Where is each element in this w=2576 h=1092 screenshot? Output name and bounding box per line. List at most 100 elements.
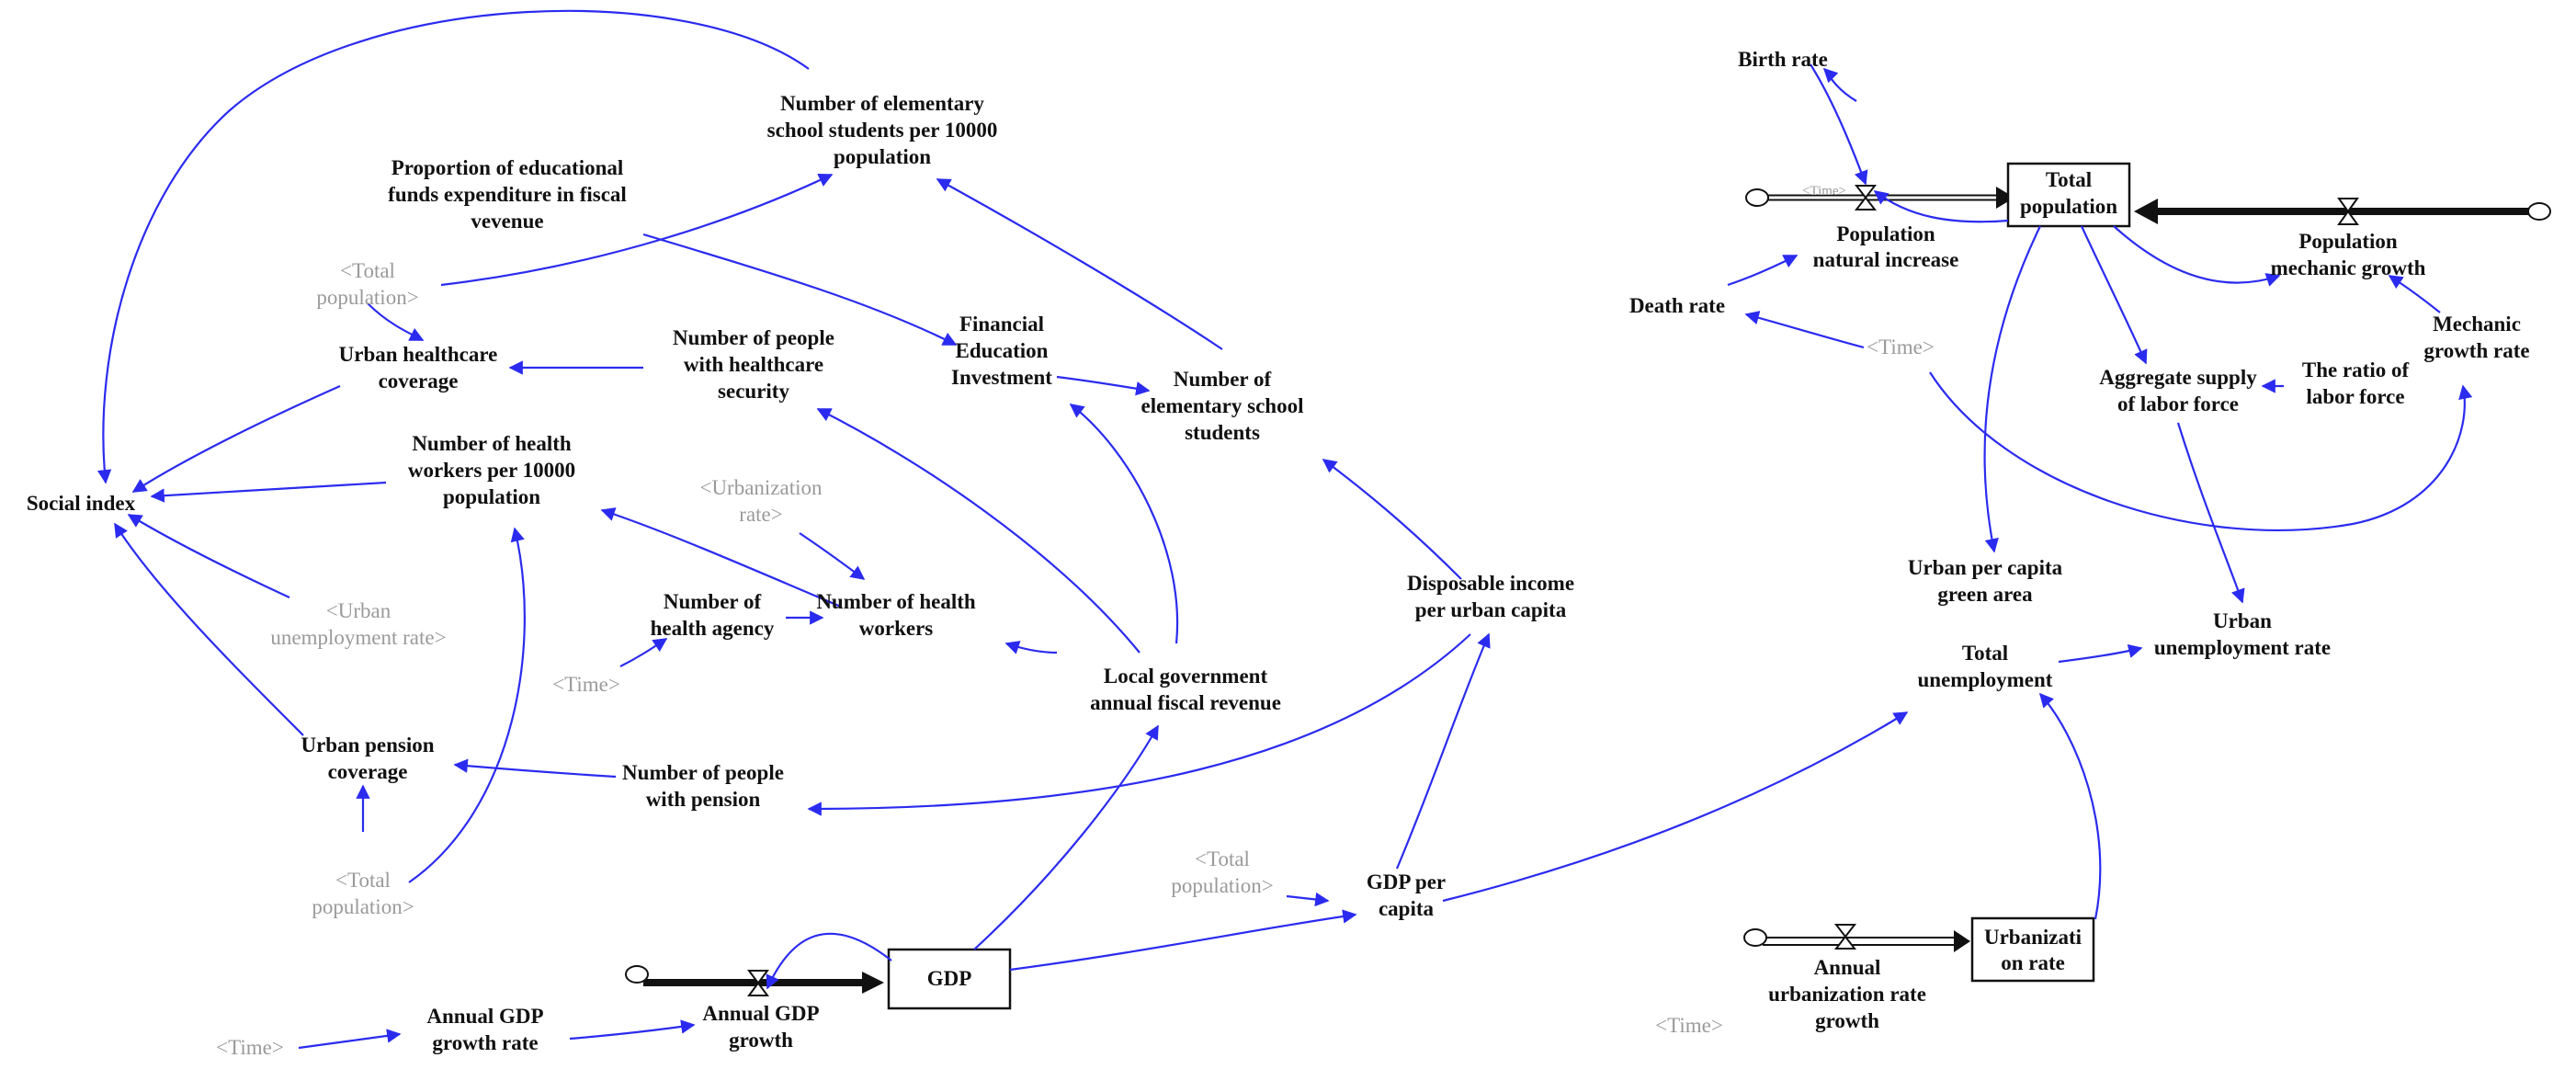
svg-text:Number of people: Number of people [673, 326, 834, 349]
svg-text:population: population [443, 485, 540, 508]
svg-text:vevenue: vevenue [471, 210, 543, 233]
svg-text:capita: capita [1379, 897, 1435, 920]
stock-label-urbanization-rate: Urbanizati on rate [1984, 926, 2082, 974]
var-elementary-students-per-10000: Number of elementary school students per… [767, 92, 998, 168]
svg-text:Urban pension: Urban pension [301, 734, 434, 756]
stock-label-total-population: Total population [2020, 168, 2117, 218]
svg-text:growth: growth [729, 1029, 793, 1052]
flow-label-urbanization-growth: Annual urbanization rate growth [1768, 956, 1926, 1032]
svg-text:Total: Total [2046, 168, 2092, 191]
var-gdp-per-capita: GDP per capita [1367, 870, 1446, 920]
svg-text:GDP: GDP [927, 967, 972, 990]
shadow-total-pop-health: <Total population> [316, 259, 418, 309]
svg-text:growth rate: growth rate [2423, 339, 2529, 362]
svg-text:annual fiscal revenue: annual fiscal revenue [1090, 691, 1281, 714]
svg-text:natural increase: natural increase [1813, 248, 1959, 271]
urbanization-growth-pipe [1763, 930, 1970, 952]
stock-box-urbanization-rate[interactable] [1970, 916, 2095, 983]
svg-text:security: security [718, 380, 789, 403]
svg-text:<Total: <Total [1195, 847, 1250, 870]
shadow-time-gdp: <Time> [216, 1036, 284, 1059]
svg-text:Investment: Investment [951, 366, 1052, 389]
var-proportion-edu-funds: Proportion of educational funds expendit… [388, 156, 627, 233]
var-urban-unemployment-rate: Urban unemployment rate [2154, 609, 2331, 659]
valve-icon [747, 185, 2359, 996]
svg-text:mechanic growth: mechanic growth [2271, 256, 2426, 279]
svg-text:Population: Population [2298, 230, 2398, 253]
svg-text:rate>: rate> [739, 503, 782, 526]
svg-text:funds expenditure in fiscal: funds expenditure in fiscal [388, 183, 627, 206]
svg-text:urbanization rate: urbanization rate [1768, 983, 1926, 1006]
svg-text:health agency: health agency [651, 617, 775, 640]
var-aggregate-supply-labor: Aggregate supply of labor force [2099, 366, 2257, 415]
source-cloud-icon [625, 188, 2551, 984]
shadow-time-mechanic: <Time> [1867, 336, 1935, 358]
svg-text:<Total: <Total [340, 259, 395, 282]
svg-text:unemployment: unemployment [1918, 668, 2053, 691]
flow-label-mechanic-growth: Population mechanic growth [2271, 230, 2426, 279]
svg-text:green area: green area [1937, 583, 2033, 606]
svg-text:population: population [834, 145, 931, 168]
shadow-urban-unemployment: <Urban unemployment rate> [270, 599, 446, 649]
var-urban-pension-coverage: Urban pension coverage [301, 734, 434, 783]
svg-text:unemployment rate: unemployment rate [2154, 636, 2331, 659]
var-urban-healthcare-coverage: Urban healthcare coverage [339, 343, 498, 392]
svg-text:Number of health: Number of health [816, 590, 976, 613]
var-local-gov-revenue: Local government annual fiscal revenue [1090, 665, 1281, 714]
svg-text:Total: Total [1962, 642, 2008, 665]
svg-text:population>: population> [1171, 874, 1273, 897]
svg-text:Education: Education [956, 339, 1049, 362]
svg-text:GDP per: GDP per [1367, 870, 1446, 893]
svg-text:Urban: Urban [2213, 609, 2272, 632]
svg-text:Mechanic: Mechanic [2433, 313, 2521, 336]
svg-text:of labor force: of labor force [2117, 392, 2239, 415]
svg-text:Number of health: Number of health [412, 432, 572, 455]
svg-text:school students per 10000: school students per 10000 [767, 119, 998, 142]
svg-text:Annual: Annual [1814, 956, 1881, 979]
svg-text:students: students [1185, 421, 1260, 444]
svg-text:Urban healthcare: Urban healthcare [339, 343, 498, 366]
var-people-healthcare-security: Number of people with healthcare securit… [673, 326, 834, 403]
svg-text:<Total: <Total [335, 869, 391, 892]
svg-text:Annual GDP: Annual GDP [426, 1005, 543, 1028]
svg-text:unemployment rate>: unemployment rate> [270, 626, 446, 649]
var-birth-rate: Birth rate [1738, 48, 1828, 71]
svg-text:Local government: Local government [1104, 665, 1268, 688]
svg-text:Number of: Number of [1174, 368, 1272, 391]
svg-text:population: population [2020, 195, 2117, 218]
svg-text:growth rate: growth rate [432, 1031, 538, 1054]
svg-text:population>: population> [316, 286, 418, 309]
shadow-time-health: <Time> [552, 673, 620, 696]
var-urban-green-area: Urban per capita green area [1908, 556, 2063, 606]
svg-text:Urbanizati: Urbanizati [1984, 926, 2082, 949]
svg-text:Urban per capita: Urban per capita [1908, 556, 2063, 579]
var-health-workers-per-10000: Number of health workers per 10000 popul… [408, 432, 575, 508]
svg-text:Number of elementary: Number of elementary [780, 92, 984, 115]
stock-box-total-population[interactable] [2006, 162, 2131, 228]
var-mechanic-growth-rate: Mechanic growth rate [2423, 313, 2529, 362]
svg-text:The ratio of: The ratio of [2302, 358, 2410, 381]
svg-text:per urban capita: per urban capita [1415, 598, 1567, 621]
var-ratio-labor-force: The ratio of labor force [2302, 358, 2410, 408]
svg-text:Proportion of educational: Proportion of educational [392, 156, 624, 179]
stock-box-gdp[interactable] [887, 948, 1012, 1010]
svg-text:coverage: coverage [379, 370, 459, 392]
flow-label-annual-gdp-growth: Annual GDP growth [702, 1002, 819, 1052]
svg-text:with pension: with pension [646, 788, 761, 811]
svg-text:Number of: Number of [664, 590, 762, 613]
svg-text:with healthcare: with healthcare [684, 353, 823, 376]
svg-text:Number of people: Number of people [622, 761, 784, 784]
var-total-unemployment: Total unemployment [1918, 642, 2053, 691]
shadow-total-pop-gdp: <Total population> [1171, 847, 1273, 897]
var-disposable-income: Disposable income per urban capita [1407, 572, 1574, 621]
causal-links [96, 9, 2473, 1050]
svg-text:growth: growth [1815, 1009, 1879, 1032]
gdp-growth-pipe [643, 972, 884, 994]
svg-text:population>: population> [312, 895, 414, 918]
svg-text:workers: workers [859, 617, 934, 640]
var-social-index: Social index [27, 492, 136, 515]
svg-text:workers per 10000: workers per 10000 [408, 459, 575, 482]
stock-label-gdp: GDP [927, 967, 972, 990]
